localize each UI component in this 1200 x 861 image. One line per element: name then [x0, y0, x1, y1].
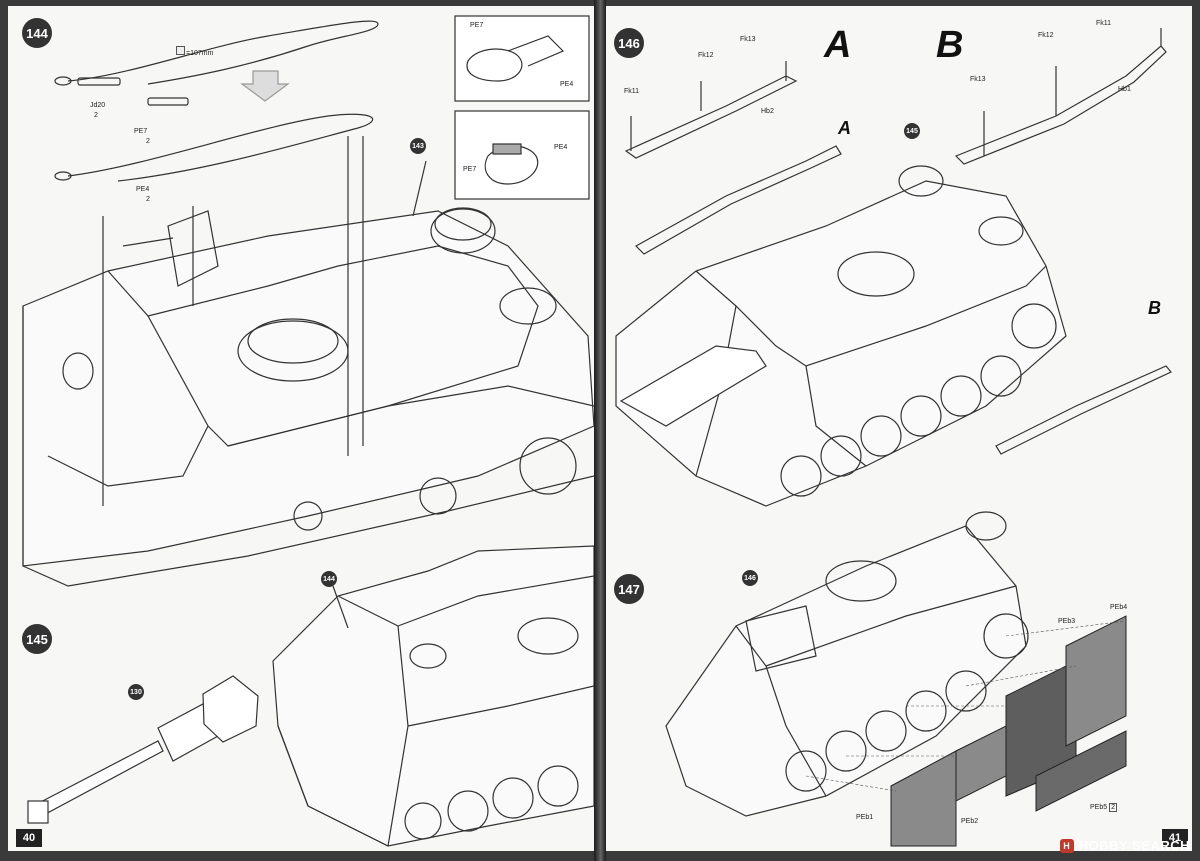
part-label-peb1: PEb1 — [856, 814, 874, 821]
callout-130: 130 — [128, 684, 144, 700]
view-label-b-large: B — [936, 24, 964, 66]
part-label-fk13-b: Fk13 — [970, 76, 986, 83]
step-number-145: 145 — [22, 624, 52, 654]
qty-peb5: 2 — [1109, 803, 1117, 812]
qty-jd20: 2 — [94, 112, 98, 119]
right-page-drawing — [615, 28, 1172, 847]
hobby-search-logo-icon: H — [1059, 838, 1074, 853]
part-label-peb5: PEb5 2 — [1090, 803, 1117, 812]
callout-146: 146 — [742, 570, 758, 586]
view-label-b-small: B — [1148, 298, 1161, 318]
part-label-fk12-a: Fk12 — [698, 52, 714, 59]
part-label-fk13-a: Fk13 — [740, 36, 756, 43]
hobby-search-watermark: H HOBBY SEARCH — [1059, 838, 1190, 853]
detail-top-pe4: PE4 — [560, 81, 574, 88]
right-page: 146 147 145 146 A B A B Fk13 Fk12 Fk11 H… — [606, 6, 1192, 851]
part-label-peb3: PEb3 — [1058, 618, 1076, 625]
callout-144: 144 — [321, 571, 337, 587]
detail-top-pe7: PE7 — [470, 22, 484, 29]
qty-pe7: 2 — [146, 138, 150, 145]
left-page: 144 145 143 144 130 =107mm Jd20 2 PE7 2 … — [8, 6, 594, 851]
book-gutter — [594, 0, 606, 861]
part-label-peb2: PEb2 — [961, 818, 979, 825]
part-label-pe7: PE7 — [134, 128, 148, 135]
part-label-pe4: PE4 — [136, 186, 150, 193]
part-label-fk11-a: Fk11 — [624, 88, 640, 95]
ruler-icon — [176, 46, 185, 55]
page-number-right: 41 — [1162, 829, 1188, 847]
callout-145: 145 — [904, 123, 920, 139]
step-number-146: 146 — [614, 28, 644, 58]
part-label-hb2: Hb2 — [761, 108, 774, 115]
view-label-a-large: A — [824, 24, 852, 66]
callout-143: 143 — [410, 138, 426, 154]
view-label-a-small: A — [838, 118, 851, 138]
cable-length-label: =107mm — [176, 46, 213, 57]
page-number-left: 40 — [16, 829, 42, 847]
part-label-fk11-b: Fk11 — [1096, 20, 1112, 27]
detail-bottom-pe7: PE7 — [463, 166, 477, 173]
step-number-147: 147 — [614, 574, 644, 604]
detail-bottom-pe4: PE4 — [554, 144, 568, 151]
part-label-jd20: Jd20 — [90, 102, 106, 109]
part-label-peb4: PEb4 — [1110, 604, 1128, 611]
qty-pe4: 2 — [146, 196, 150, 203]
part-label-hb1: Hb1 — [1118, 86, 1131, 93]
part-label-fk12-b: Fk12 — [1038, 32, 1054, 39]
left-page-drawing — [22, 15, 594, 847]
step-number-144: 144 — [22, 18, 52, 48]
